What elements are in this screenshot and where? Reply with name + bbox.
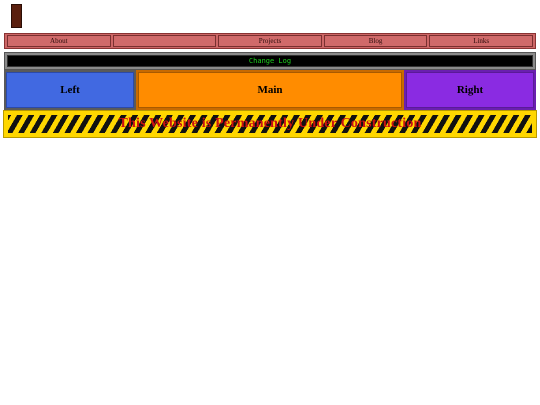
content-columns: Left Main Right (4, 70, 536, 110)
nav-item-projects[interactable]: Projects (218, 35, 322, 47)
nav-item-blog[interactable]: Blog (323, 35, 428, 47)
construction-text: This Website is Permanently Under Constr… (118, 116, 422, 131)
nav-item-links[interactable]: Links (429, 35, 533, 47)
door-icon[interactable] (11, 4, 22, 28)
left-column: Left (4, 70, 136, 110)
changelog-button[interactable]: Change Log (7, 55, 533, 67)
nav-item-blank[interactable] (112, 35, 217, 47)
left-column-label: Left (60, 84, 80, 96)
nav-item-about[interactable]: About (7, 35, 111, 47)
right-column: Right (404, 70, 536, 110)
nav-bar: About Projects Blog Links (4, 33, 536, 49)
construction-banner: This Website is Permanently Under Constr… (3, 110, 537, 138)
hazard-stripes: This Website is Permanently Under Constr… (8, 115, 532, 133)
main-column: Main (136, 70, 404, 110)
main-column-label: Main (257, 84, 283, 96)
changelog-bar: Change Log (4, 52, 536, 70)
right-column-label: Right (456, 84, 484, 96)
